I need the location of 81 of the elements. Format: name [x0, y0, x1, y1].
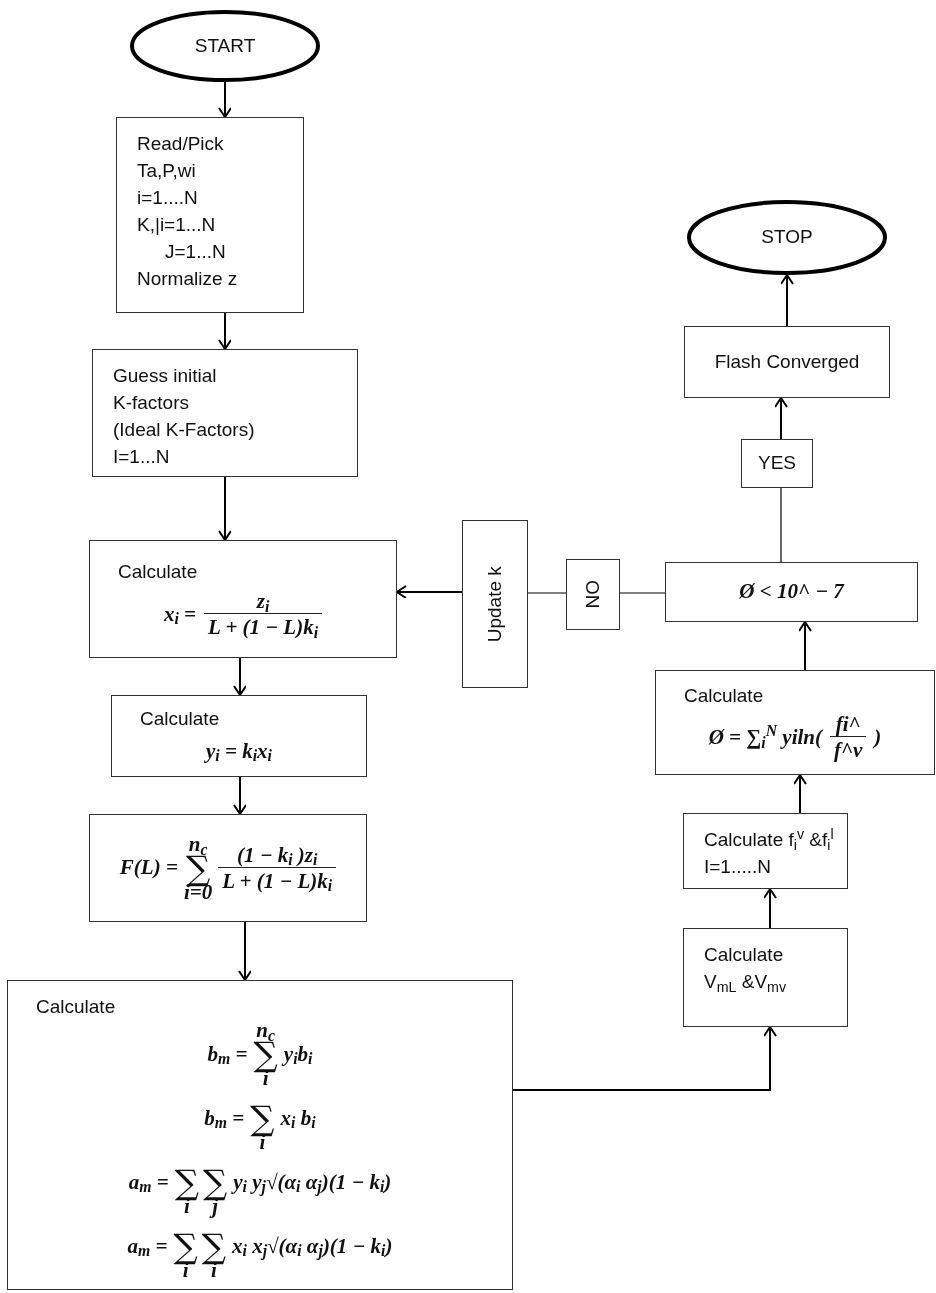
connector-line: [527, 592, 567, 594]
process-box: [462, 520, 528, 688]
process-box: [655, 670, 935, 775]
step-text: Calculate: [684, 683, 764, 708]
step-text: K-factors: [113, 391, 190, 415]
arrow: [238, 921, 252, 981]
arrow: [233, 657, 247, 696]
formula-text: a$_{m}$ =: [126, 1232, 169, 1262]
formula-text: b$_{m}$ =: [203, 1104, 246, 1134]
formula-text: x$_{i}$ x$_{j}$√(α$_{i}$ α$_{j}$)(1 − k$_{i}$): [230, 1232, 394, 1262]
arrow: [774, 397, 788, 440]
step-text: (Ideal K-Factors): [113, 418, 255, 442]
arrow: [233, 776, 247, 815]
step-text: YES: [758, 451, 796, 476]
step-text: Calculate: [704, 943, 784, 967]
formula-text: F(L) =: [118, 854, 179, 882]
process-box: [7, 980, 513, 1290]
summation-sign: ∑: [202, 1165, 228, 1200]
summation-sign: ∑: [201, 1229, 227, 1264]
step-text: Calculate: [36, 994, 116, 1019]
formula-text: y$_{i}$ y$_{j}$√(α$_{i}$ α$_{j}$)(1 − k$_{i}$): [230, 1168, 393, 1198]
formula-text: Ø = ∑$_{i}$$^{N}$ yiln(: [707, 722, 824, 753]
connector-line: [780, 487, 782, 563]
step-text: I=1...N: [113, 445, 170, 469]
summation-sign: ∑: [174, 1165, 199, 1200]
step-text: Read/Pick: [137, 132, 224, 156]
arrow: [798, 621, 812, 671]
formula-text: y$_{i}$b$_{i}$: [280, 1040, 314, 1070]
process-box: [683, 813, 848, 889]
fraction-numerator: (1 − k$_{i}$ )z$_{i}$: [235, 842, 319, 867]
summation-sign: ∑: [250, 1101, 275, 1136]
step-text: Calculate: [118, 560, 198, 585]
step-text: V$_{mL}$ &V$_{mv}$: [704, 970, 787, 995]
formula-text: x$_{i}$ b$_{i}$: [279, 1104, 317, 1134]
step-text: Guess initial: [113, 364, 217, 388]
fraction-numerator: z$_{i}$: [255, 588, 271, 613]
step-text: i=1....N: [137, 186, 198, 210]
arrow: [218, 81, 232, 118]
formula-text: a$_{m}$ =: [127, 1168, 170, 1198]
process-box: [111, 695, 367, 777]
terminal-label: STOP: [761, 225, 813, 250]
step-text: Calculate: [140, 707, 220, 731]
process-box: [89, 814, 367, 922]
fraction-denominator: L + (1 − L)k$_{i}$: [218, 866, 337, 894]
connector-line: [619, 592, 666, 594]
arrow: [218, 476, 232, 541]
process-box: [665, 562, 918, 622]
fraction-denominator: L + (1 − L)k$_{i}$: [204, 612, 323, 640]
step-text: K,|i=1...N: [137, 213, 216, 237]
sum-limit: i=0: [183, 885, 213, 899]
formula-text: ): [872, 724, 883, 751]
step-text: NO: [580, 580, 604, 609]
formula-text: y$_{i}$ = k$_{i}$x$_{i}$: [203, 737, 273, 767]
step-text: Ta,P,wi: [137, 159, 196, 183]
terminal-ellipse: [130, 10, 320, 82]
step-text: Update k: [482, 566, 506, 642]
arrow: [780, 274, 794, 327]
step-text: J=1...N: [164, 240, 226, 264]
step-text: I=1.....N: [704, 855, 772, 879]
process-box: [683, 928, 848, 1027]
process-box: [89, 540, 397, 658]
process-box: [684, 326, 890, 398]
arrow: [396, 585, 463, 599]
arrow: [512, 1026, 777, 1091]
process-box: [566, 559, 620, 630]
formula-text: x$_{i}$ =: [162, 600, 198, 630]
process-box: [116, 117, 304, 313]
summation-sign: ∑: [173, 1229, 198, 1264]
formula-text: b$_{m}$ =: [206, 1040, 249, 1070]
process-box: [92, 349, 358, 477]
fraction-denominator: f^v: [830, 736, 867, 764]
terminal-label: START: [194, 33, 256, 58]
process-box: [741, 439, 813, 488]
fraction-numerator: fi^: [834, 712, 862, 737]
terminal-ellipse: [687, 200, 887, 275]
arrow: [218, 312, 232, 350]
step-text: Normalize z: [137, 267, 238, 291]
arrow: [763, 888, 777, 929]
arrow: [793, 774, 807, 814]
formula-text: Ø < 10^ − 7: [738, 578, 846, 606]
step-text: Flash Converged: [714, 349, 860, 374]
